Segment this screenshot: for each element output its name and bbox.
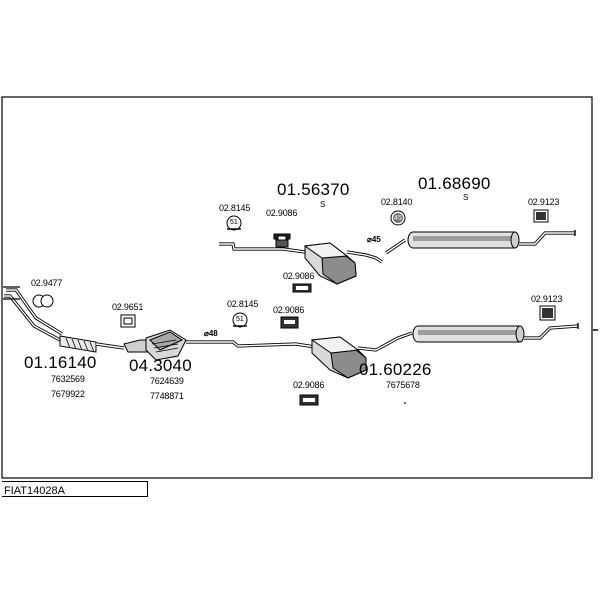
upper-badge-51: 51 (230, 219, 238, 226)
upper-middle-muffler (303, 242, 357, 285)
lower-cat-oe-2: 7748871 (150, 391, 184, 401)
upper-diameter-label: ⌀45 (367, 235, 381, 244)
lower-clamp-rear-label: 02.9123 (531, 294, 563, 304)
lower-rubber-mount-3 (299, 394, 319, 406)
lower-front-oe-1: 7632569 (51, 374, 85, 384)
lower-rubber-mount-2 (539, 305, 556, 321)
upper-clamp-45 (390, 210, 406, 226)
lower-clamp-front-gasket (32, 294, 54, 308)
upper-hardware (226, 209, 549, 293)
lower-badge-51: 51 (236, 316, 244, 323)
lower-cat-part-number: 04.3040 (129, 356, 192, 375)
lower-hardware (32, 294, 556, 406)
lower-clamp-cat-label: 02.9651 (112, 302, 144, 312)
lower-clamp-mid-2-label: 02.9086 (273, 305, 305, 315)
lower-clamp-cat-gasket (120, 314, 136, 328)
upper-clamp-5-label: 02.9086 (283, 271, 315, 281)
diagram-border (1, 96, 593, 479)
lower-downpipes (3, 286, 63, 342)
upper-clamp-2-label: 02.9086 (266, 208, 298, 218)
upper-badge-45: 45 (394, 215, 402, 222)
upper-tail-pipe (519, 231, 575, 246)
lower-rear-muffler (412, 325, 525, 343)
lower-front-oe-2: 7679922 (51, 389, 85, 399)
upper-part-b-suffix: S (463, 193, 469, 202)
upper-rubber-mount-1 (273, 233, 291, 248)
lower-clamp-front-label: 02.9477 (31, 278, 63, 288)
lower-clamp-51 (232, 312, 248, 328)
upper-clamp-1-label: 02.8145 (219, 203, 251, 213)
upper-rubber-mount-2 (533, 209, 549, 223)
upper-part-a-number: 01.56370 (277, 180, 350, 199)
upper-clamp-3-label: 02.8140 (381, 197, 413, 207)
upper-clamp-51 (226, 215, 242, 231)
dot-marker (404, 402, 406, 404)
upper-rubber-mount-3 (292, 283, 312, 293)
upper-part-b-number: 01.68690 (418, 174, 491, 193)
lower-assembly (3, 286, 579, 379)
upper-assembly (219, 230, 576, 285)
lower-clamp-under-label: 02.9086 (293, 380, 325, 390)
lower-rear-part-number: 01.60226 (359, 360, 432, 379)
lower-cat-oe-1: 7624639 (150, 376, 184, 386)
upper-clamp-4-label: 02.9123 (528, 197, 560, 207)
lower-rear-oe: 7675678 (386, 380, 420, 390)
lower-rubber-mount-1 (280, 316, 299, 329)
lower-front-part-number: 01.16140 (24, 353, 97, 372)
lower-flex-pipe (59, 335, 125, 353)
lower-diameter-label: ⌀48 (204, 329, 218, 338)
document-code: FIAT14028A (4, 485, 65, 497)
document-code-box: FIAT14028A (2, 481, 148, 497)
lower-middle-muffler (310, 336, 367, 379)
upper-rear-muffler (407, 231, 520, 249)
lower-clamp-mid-1-label: 02.8145 (227, 299, 259, 309)
upper-part-a-suffix: S (320, 200, 326, 209)
lower-catalytic-converter (123, 329, 187, 361)
